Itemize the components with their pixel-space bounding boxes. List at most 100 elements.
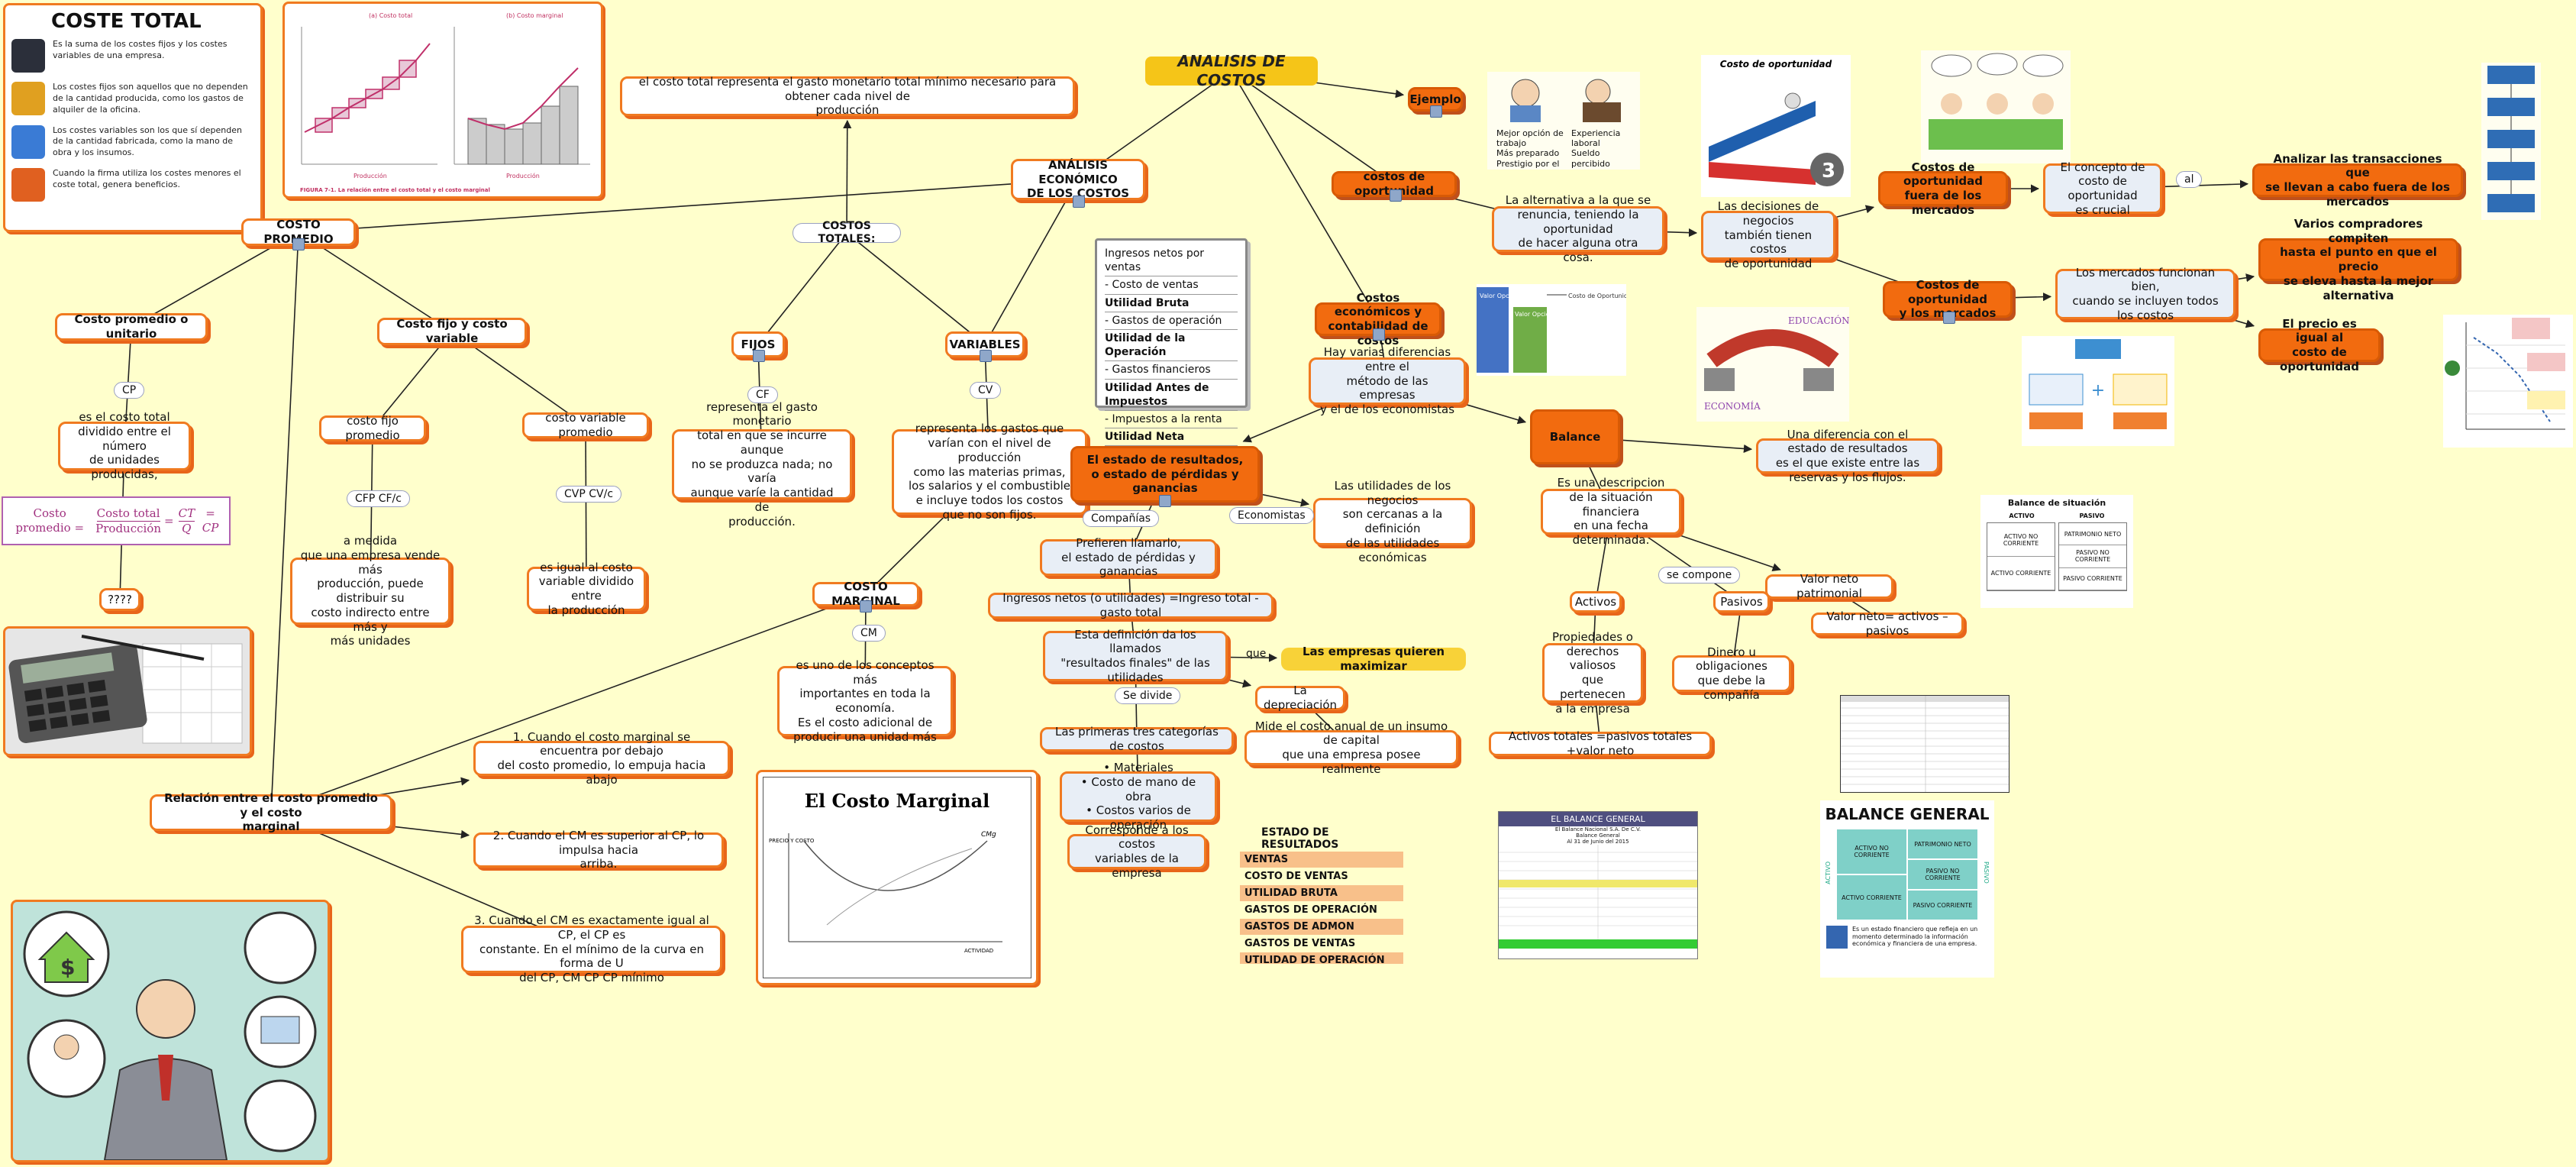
relacion-3-node[interactable]: 3. Cuando el CM es exactamente igual al … <box>461 913 722 984</box>
propiedades-node[interactable]: Propiedades o derechos valiosos que pert… <box>1542 630 1643 716</box>
descripcion-node[interactable]: Es una descripcion de la situación finan… <box>1541 476 1681 547</box>
pasivos-node[interactable]: Pasivos <box>1713 591 1770 613</box>
corresponde-node[interactable]: Corresponde a los costos variables de la… <box>1067 823 1206 880</box>
analisis-economico-node[interactable]: ANÁLISIS ECONÓMICO DE LOS COSTOS <box>1011 158 1145 200</box>
valor-neto-def-node[interactable]: Valor neto= activos – pasivos <box>1811 609 1964 638</box>
primeras-tres-node[interactable]: Las primeras tres categorías de costos <box>1040 725 1234 753</box>
unknown-node[interactable]: ???? <box>99 588 140 611</box>
costo-variable-promedio-node[interactable]: costo variable promedio <box>522 411 649 439</box>
link-se-divide: Se divide <box>1115 687 1181 704</box>
resultados-finales-node[interactable]: Esta definición da los llamados "resulta… <box>1043 628 1228 684</box>
marginal-x-label: ACTIVIDAD <box>964 948 993 954</box>
coste-total-panel: COSTE TOTAL Es la suma de los costes fij… <box>3 3 263 232</box>
estado-table-row: GASTOS DE OPERACIÓN <box>1244 904 1377 916</box>
ejemplo-cartoon <box>1510 79 1621 122</box>
attachment-icon[interactable] <box>860 600 872 613</box>
link-cv: CV <box>970 382 1002 399</box>
variables-def-node[interactable]: representa los gastos que varían con el … <box>892 422 1087 522</box>
formula-box: Costo promedio = Costo total Producción … <box>2 496 231 545</box>
fuera-mercados-node[interactable]: Costos de oportunidad fuera de los merca… <box>1878 160 2008 217</box>
cp-def-node[interactable]: es el costo total dividido entre el núme… <box>58 410 191 481</box>
income-list-item: - Costo de ventas <box>1105 276 1238 295</box>
balance-general-title: BALANCE GENERAL <box>1825 805 1990 823</box>
depreciacion-node[interactable]: La depreciación <box>1255 684 1345 712</box>
relacion-node[interactable]: Relación entre el costo promedio y el co… <box>150 791 392 833</box>
bg-side-right: PASIVO <box>1983 862 1990 884</box>
relacion-2-node[interactable]: 2. Cuando el CM es superior al CP, lo im… <box>473 829 724 871</box>
costo-promedio-unitario-node[interactable]: Costo promedio o unitario <box>55 312 208 341</box>
cvp-def-node[interactable]: es igual al costo variable dividido entr… <box>527 561 646 617</box>
costo-fijo-variable-node[interactable]: Costo fijo y costo variable <box>377 317 527 345</box>
link-cvp: CVP CV/c <box>556 486 622 503</box>
oportunidad-image: Costo de oportunidad 3 <box>1701 55 1851 197</box>
attachment-icon[interactable] <box>1159 495 1171 507</box>
attachment-icon[interactable] <box>980 350 992 362</box>
valor-opcion-image: Valor Opción A Valor Opción B Costo de O… <box>1477 284 1626 376</box>
attachment-icon[interactable] <box>1373 328 1385 341</box>
ejemplo-left-item: Más preparado <box>1496 148 1560 159</box>
marginal-cost-graph: El Costo Marginal PRECIO Y COSTO ACTIVID… <box>756 770 1038 985</box>
mide-node[interactable]: Mide el costo anual de un insumo de capi… <box>1244 719 1458 776</box>
attachment-icon[interactable] <box>1390 189 1402 202</box>
alternativa-node[interactable]: La alternativa a la que se renuncia, ten… <box>1492 193 1664 264</box>
attachment-icon[interactable] <box>1943 312 1955 324</box>
link-que: que <box>1246 648 1267 660</box>
green-balance-sub3: Al 31 de Junio del 2015 <box>1567 839 1629 845</box>
ejemplo-right-item: Prestigio social académico <box>1564 169 1638 170</box>
estado-table-title: ESTADO DE RESULTADOS <box>1261 826 1339 851</box>
ejemplo-right-item: Experiencia laboral <box>1571 128 1621 149</box>
bg-left-item: ACTIVO CORRIENTE <box>1837 875 1906 921</box>
coste-total-item-text: Es la suma de los costes fijos y los cos… <box>53 39 228 60</box>
fijos-def-node[interactable]: representa el gasto monetario total en q… <box>672 400 852 529</box>
green-balance-image: EL BALANCE GENERAL El Balance Nacional S… <box>1498 811 1698 959</box>
cfp-def-node[interactable]: a medida que una empresa vende más produ… <box>290 534 450 648</box>
bg-right-item: PASIVO CORRIENTE <box>1908 891 1977 921</box>
analisis-costos-node[interactable]: ANALISIS DE COSTOS <box>1145 52 1318 89</box>
bg-right-item: PASIVO NO CORRIENTE <box>1908 860 1977 891</box>
costo-fijo-promedio-node[interactable]: costo fijo promedio <box>319 414 426 442</box>
svg-text:+: + <box>2091 381 2105 400</box>
link-cp: CP <box>114 382 145 399</box>
mercados-funcionan-node[interactable]: Los mercados funcionan bien, cuando se i… <box>2055 266 2235 322</box>
flow-steps-svg <box>2487 66 2535 212</box>
precio-igual-node[interactable]: El precio es igual al costo de oportunid… <box>2258 317 2381 373</box>
prefieren-node[interactable]: Prefieren llamarlo, el estado de pérdida… <box>1040 536 1217 578</box>
link-economistas: Economistas <box>1229 507 1314 524</box>
income-list-item: - Impuestos a la renta <box>1105 411 1238 429</box>
income-list-item: Utilidad Antes de Impuestos <box>1105 380 1238 411</box>
ingresos-netos-node[interactable]: Ingresos netos (o utilidades) =Ingreso t… <box>988 591 1273 619</box>
balance-situacion-image: Balance de situación ACTIVO PASIVO ACTIV… <box>1980 495 2133 608</box>
relacion-1-node[interactable]: 1. Cuando el costo marginal se encuentra… <box>473 730 730 787</box>
balance-sit-left-item: ACTIVO CORRIENTE <box>1987 557 2055 590</box>
concepto-crucial-node[interactable]: El concepto de costo de oportunidad es c… <box>2043 160 2162 217</box>
empresas-maximizar-node[interactable]: Las empresas quieren maximizar <box>1281 645 1466 673</box>
balance-node[interactable]: Balance <box>1530 409 1620 464</box>
transacciones-node[interactable]: Analizar las transacciones que se llevan… <box>2252 152 2463 209</box>
activos-node[interactable]: Activos <box>1570 591 1622 613</box>
decisiones-node[interactable]: Las decisiones de negocios también tiene… <box>1701 199 1835 270</box>
attachment-icon[interactable] <box>1430 105 1442 118</box>
costos-totales-node[interactable]: COSTOS TOTALES: <box>792 220 901 245</box>
right-chart-title: (b) Costo marginal <box>506 12 563 19</box>
economia-label: ECONOMÍA <box>1704 400 1761 412</box>
valor-neto-node[interactable]: Valor neto patrimonial <box>1765 572 1893 600</box>
attachment-icon[interactable] <box>1073 196 1085 208</box>
costo-total-def-node[interactable]: el costo total representa el gasto monet… <box>620 75 1075 117</box>
left-x-label: Producción <box>353 172 387 179</box>
balance-sit-activo: ACTIVO <box>2009 512 2035 519</box>
estado-resultados-node[interactable]: El estado de resultados, o estado de pér… <box>1070 446 1260 503</box>
diferencias-node[interactable]: Hay varias diferencias entre el método d… <box>1309 345 1466 416</box>
attachment-icon[interactable] <box>753 350 765 362</box>
activos-totales-node[interactable]: Activos totales =pasivos totales +valor … <box>1489 729 1712 758</box>
materiales-node[interactable]: • Materiales • Costo de mano de obra • C… <box>1060 761 1217 832</box>
money-icon <box>11 168 45 202</box>
varios-compradores-node[interactable]: Varios compradores compiten hasta el pun… <box>2258 217 2458 302</box>
demand-curve-image <box>2443 315 2573 448</box>
utilidades-negocios-node[interactable]: Las utilidades de los negocios son cerca… <box>1313 479 1472 564</box>
cm-def-node[interactable]: es uno de los conceptos más importantes … <box>777 658 953 744</box>
dinero-node[interactable]: Dinero u obligaciones que debe la compañ… <box>1672 645 1791 702</box>
formula-numerator: Costo total <box>96 506 160 522</box>
diferencia-balance-node[interactable]: Una diferencia con el estado de resultad… <box>1756 428 1939 484</box>
attachment-icon[interactable] <box>292 238 305 251</box>
